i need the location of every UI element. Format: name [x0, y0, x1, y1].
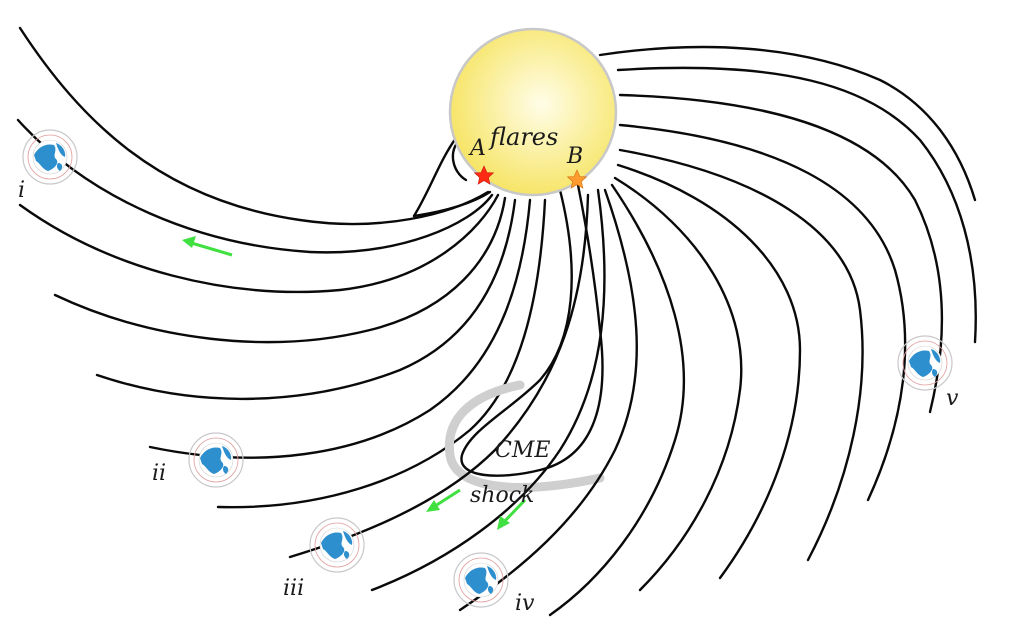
earth-icon	[309, 517, 365, 573]
earth-icon	[188, 432, 244, 488]
arrow-icon	[497, 498, 527, 530]
cme-loop	[460, 183, 604, 477]
field-line	[613, 176, 743, 592]
field-line	[598, 45, 977, 202]
earth-icon	[453, 552, 509, 608]
field-line	[618, 123, 907, 502]
field-line	[216, 198, 547, 509]
field-lines-left	[16, 26, 547, 509]
arrow-icon	[182, 236, 233, 257]
field-line	[95, 198, 517, 401]
point-b-label: B	[566, 144, 583, 169]
field-line	[288, 193, 590, 559]
field-line	[16, 118, 494, 254]
cme-label: CME	[495, 438, 550, 463]
shock-front	[444, 380, 605, 492]
field-line	[616, 66, 977, 344]
shock-label: shock	[470, 483, 534, 508]
earth-icon	[897, 335, 953, 391]
earth-icon	[22, 129, 78, 185]
point-a-label: A	[468, 136, 486, 161]
field-line	[148, 198, 532, 459]
field-line	[18, 26, 490, 226]
field-line	[548, 183, 686, 617]
field-line	[618, 93, 944, 414]
field-line	[618, 148, 864, 562]
field-line	[53, 196, 507, 344]
field-lines-bottom	[288, 45, 977, 617]
observer-label-iii: iii	[283, 576, 304, 601]
field-line	[370, 188, 606, 592]
observer-label-v: v	[946, 386, 959, 411]
flares-label: flares	[488, 123, 558, 151]
sun	[448, 27, 618, 197]
observer-label-ii: ii	[152, 461, 166, 486]
arrow-icon	[426, 488, 461, 512]
observer-label-iv: iv	[515, 591, 535, 616]
field-line	[616, 163, 802, 580]
flare-loop	[412, 190, 492, 218]
observer-label-i: i	[18, 178, 25, 203]
field-line	[458, 188, 638, 612]
field-line	[18, 193, 500, 294]
